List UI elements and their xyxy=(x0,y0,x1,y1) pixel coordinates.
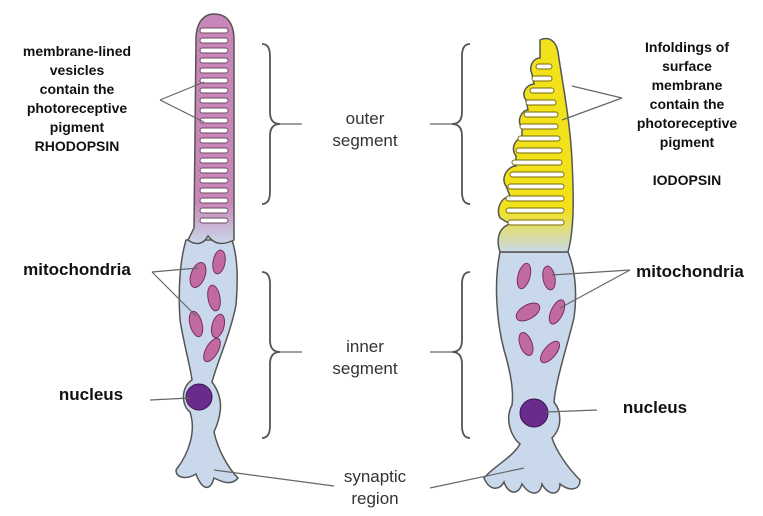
cone-mitochondria-label: mitochondria xyxy=(620,262,760,281)
rod-cell xyxy=(176,14,238,487)
outer-segment-label: outer segment xyxy=(310,108,420,152)
cone-inner-segment xyxy=(484,252,580,493)
right-inner-brace xyxy=(452,272,470,438)
cone-cell xyxy=(484,39,580,494)
rod-nucleus xyxy=(186,384,212,410)
rod-inner-segment xyxy=(176,240,238,487)
synaptic-region-label: synaptic region xyxy=(320,466,430,510)
rod-pigment-description: membrane-lined vesicles contain the phot… xyxy=(2,42,152,137)
cone-nucleus xyxy=(520,399,548,427)
cone-nucleus-label: nucleus xyxy=(600,398,710,417)
rod-pigment-name: RHODOPSIN xyxy=(2,137,152,156)
inner-segment-label: inner segment xyxy=(310,336,420,380)
rod-nucleus-label: nucleus xyxy=(36,385,146,404)
right-outer-brace xyxy=(452,44,470,204)
left-inner-brace xyxy=(262,272,280,438)
cone-pigment-description: Infoldings of surface membrane contain t… xyxy=(612,38,762,152)
rod-mitochondria-label: mitochondria xyxy=(2,260,152,279)
left-outer-brace xyxy=(262,44,280,204)
cone-pigment-name: IODOPSIN xyxy=(612,171,762,190)
